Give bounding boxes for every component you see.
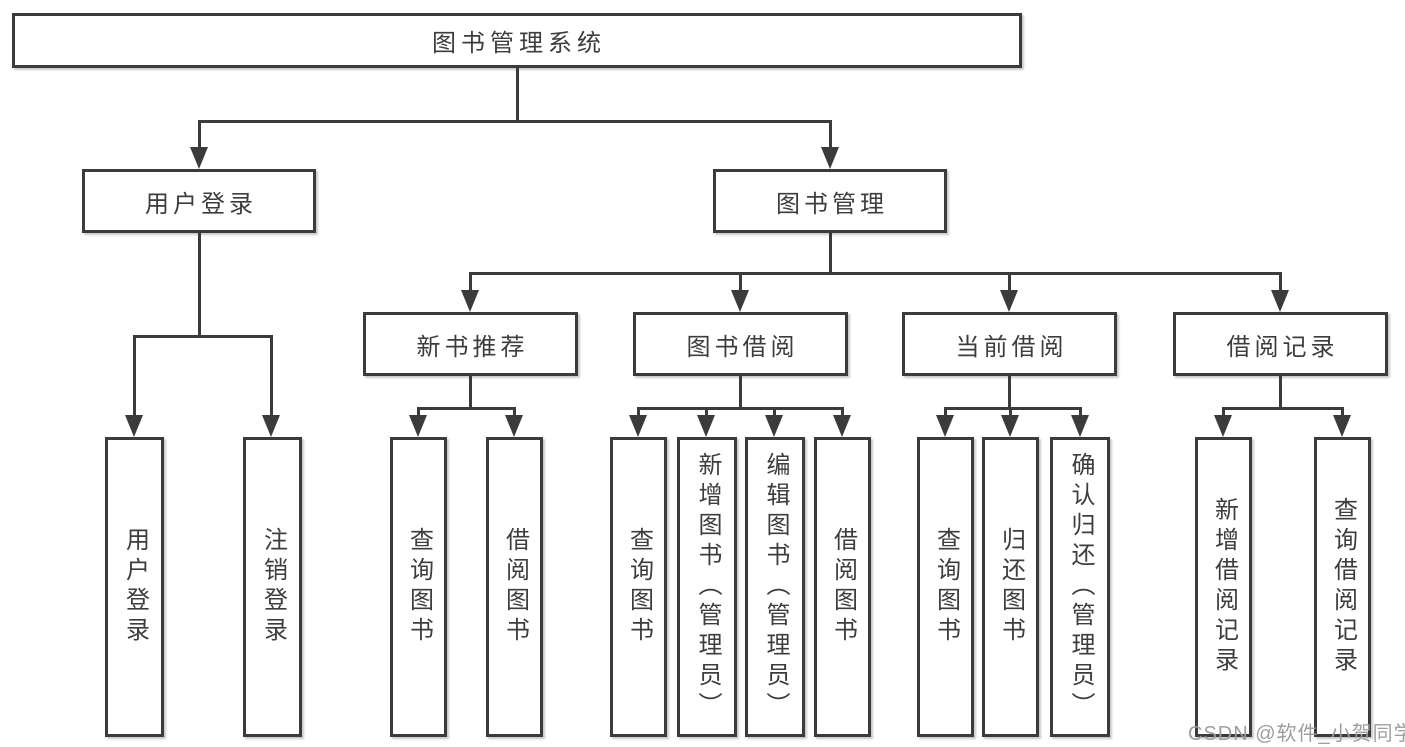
arrow-down-icon	[1214, 415, 1232, 437]
arrow-down-icon	[765, 415, 783, 437]
node-label: 图书借阅	[686, 333, 799, 361]
node-label: 查询图书	[625, 527, 653, 647]
connector-vline	[1079, 407, 1082, 419]
connector-vline	[270, 335, 273, 419]
connector-vline	[1009, 407, 1012, 419]
arrow-down-icon	[936, 415, 954, 437]
node-label: 用户登录	[121, 527, 149, 647]
connector-hline	[417, 407, 516, 410]
connector-vline	[829, 233, 832, 274]
arrow-down-icon	[833, 415, 851, 437]
node-label: 编辑图书（管理员）	[762, 452, 789, 722]
leaf-query-books-recommend: 查询图书	[390, 437, 447, 737]
connector-hline	[198, 120, 832, 123]
connector-vline	[1279, 272, 1282, 294]
node-library-management-system: 图书管理系统	[12, 13, 1022, 68]
leaf-query-borrow-record: 查询借阅记录	[1314, 437, 1371, 737]
leaf-confirm-return-admin: 确认归还（管理员）	[1050, 437, 1110, 737]
connector-hline	[637, 407, 843, 410]
leaf-query-books-current: 查询图书	[917, 437, 974, 737]
node-label: 查询图书	[932, 527, 960, 647]
node-label: 借阅图书	[501, 527, 529, 647]
connector-vline	[637, 407, 640, 419]
arrow-down-icon	[1071, 415, 1089, 437]
connector-hline	[1222, 407, 1343, 410]
arrow-down-icon	[1000, 290, 1018, 312]
arrow-down-icon	[697, 415, 715, 437]
arrow-down-icon	[1333, 415, 1351, 437]
arrow-down-icon	[190, 147, 208, 169]
arrow-down-icon	[125, 415, 143, 437]
node-label: 新增借阅记录	[1210, 497, 1238, 677]
leaf-borrow-books-recommend: 借阅图书	[486, 437, 543, 737]
arrow-down-icon	[731, 290, 749, 312]
arrow-down-icon	[821, 147, 839, 169]
connector-vline	[198, 233, 201, 335]
leaf-borrow-books: 借阅图书	[814, 437, 871, 737]
connector-vline	[1279, 376, 1282, 409]
node-label: 确认归还（管理员）	[1067, 452, 1094, 722]
node-label: 注销登录	[259, 527, 287, 647]
arrow-down-icon	[262, 415, 280, 437]
connector-vline	[469, 376, 472, 409]
leaf-add-book-admin: 新增图书（管理员）	[677, 437, 737, 737]
node-label: 图书管理	[776, 190, 888, 218]
connector-vline	[739, 376, 742, 409]
arrow-down-icon	[1001, 415, 1019, 437]
connector-vline	[944, 407, 947, 419]
node-label: 用户登录	[145, 190, 257, 218]
arrow-down-icon	[505, 415, 523, 437]
node-borrow-records: 借阅记录	[1173, 312, 1388, 376]
node-user-login: 用户登录	[82, 169, 316, 233]
leaf-add-borrow-record: 新增借阅记录	[1195, 437, 1252, 737]
node-label: 查询图书	[405, 527, 433, 647]
node-label: 新增图书（管理员）	[694, 452, 721, 722]
connector-hline	[133, 335, 273, 338]
connector-vline	[417, 407, 420, 419]
arrow-down-icon	[461, 290, 479, 312]
leaf-user-login: 用户登录	[105, 437, 164, 737]
node-label: 图书管理系统	[432, 30, 606, 57]
connector-hline	[469, 272, 1282, 275]
connector-hline	[944, 407, 1082, 410]
arrow-down-icon	[629, 415, 647, 437]
node-label: 查询借阅记录	[1329, 497, 1357, 677]
arrow-down-icon	[409, 415, 427, 437]
node-label: 新书推荐	[416, 333, 529, 361]
node-label: 借阅记录	[1226, 333, 1339, 361]
leaf-logout: 注销登录	[243, 437, 302, 737]
connector-vline	[513, 407, 516, 419]
connector-vline	[773, 407, 776, 419]
connector-vline	[469, 272, 472, 294]
connector-vline	[739, 272, 742, 294]
connector-vline	[829, 120, 832, 150]
node-label: 当前借阅	[955, 333, 1068, 361]
csdn-watermark: CSDN @软件_小贺同学	[1188, 723, 1405, 745]
node-book-borrow: 图书借阅	[633, 312, 848, 376]
connector-vline	[841, 407, 844, 419]
connector-vline	[133, 335, 136, 419]
node-current-borrow: 当前借阅	[902, 312, 1117, 376]
node-new-book-recommend: 新书推荐	[363, 312, 578, 376]
node-book-management: 图书管理	[713, 169, 947, 233]
connector-vline	[1008, 376, 1011, 409]
node-label: 借阅图书	[829, 527, 857, 647]
connector-vline	[1341, 407, 1344, 419]
leaf-return-books: 归还图书	[982, 437, 1039, 737]
arrow-down-icon	[1271, 290, 1289, 312]
connector-vline	[1008, 272, 1011, 294]
leaf-query-books-borrow: 查询图书	[610, 437, 667, 737]
connector-vline	[198, 120, 201, 150]
connector-vline	[516, 68, 519, 120]
leaf-edit-book-admin: 编辑图书（管理员）	[745, 437, 805, 737]
connector-vline	[705, 407, 708, 419]
connector-vline	[1222, 407, 1225, 419]
node-label: 归还图书	[997, 527, 1025, 647]
